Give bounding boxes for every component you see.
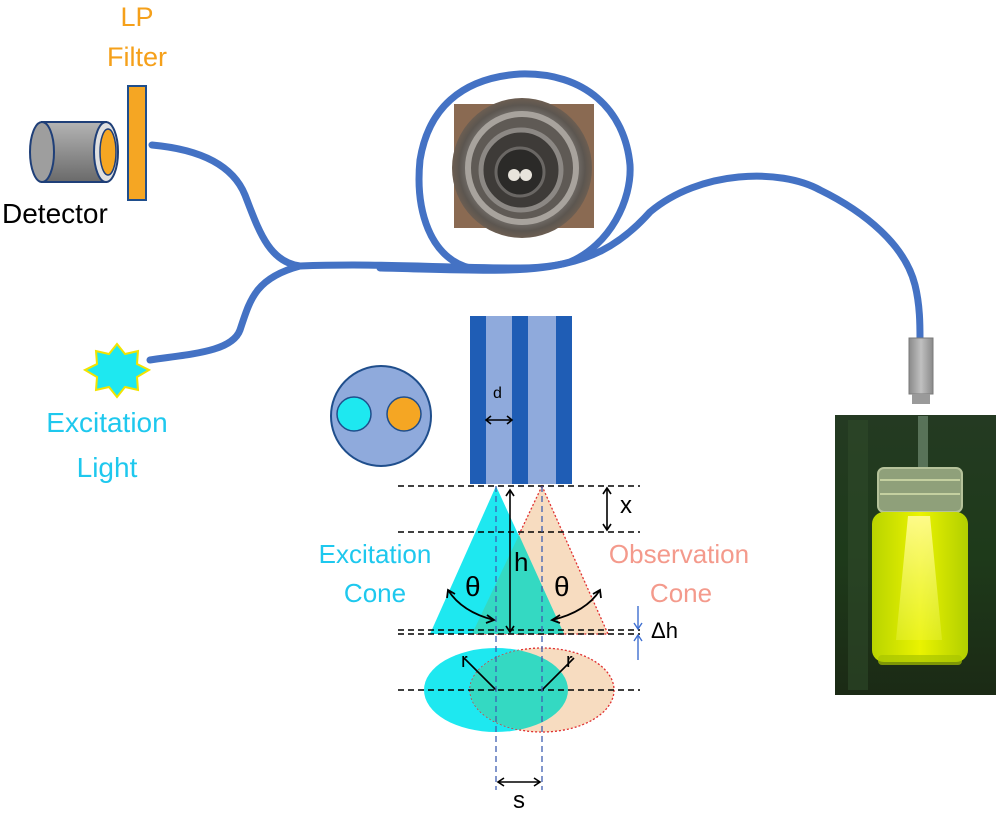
r-label-left: r	[461, 650, 468, 672]
excitation-cone-label-line2: Cone	[343, 578, 407, 608]
d-dimension-arrow	[484, 415, 514, 425]
cone-overlap	[472, 535, 564, 634]
lp-filter	[127, 85, 147, 201]
observation-cone-label-line2: Cone	[649, 578, 713, 608]
probe-fibers	[470, 316, 572, 484]
detector-cylinder-icon	[29, 121, 119, 183]
glowing-vial-photo	[835, 415, 996, 695]
excitation-light-label-line1: Excitation	[46, 407, 168, 438]
d-label: d	[493, 385, 502, 402]
excitation-cone-label-line1: Excitation	[318, 539, 432, 569]
fiber-loop	[376, 70, 634, 274]
lp-filter-label-line1: LP	[120, 2, 154, 32]
theta-label-left: θ	[465, 571, 481, 602]
s-dimension-arrow	[496, 777, 542, 787]
theta-arc-left	[446, 588, 496, 624]
x-dimension-arrow	[602, 486, 612, 532]
excitation-light-label-line2: Light	[76, 452, 138, 483]
x-label: x	[620, 492, 632, 519]
theta-label-right: θ	[554, 571, 570, 602]
fiber-end-photo	[452, 98, 594, 238]
h-dimension-arrow	[505, 488, 515, 634]
detector-label: Detector	[2, 198, 108, 229]
h-label: h	[514, 547, 529, 577]
fiber-trunk	[296, 172, 924, 344]
fiber-cable	[146, 70, 924, 364]
theta-arc-right	[549, 588, 602, 624]
delta-h-arrow	[633, 606, 643, 660]
fiber-branch-to-detector	[148, 141, 304, 270]
fiber-bundle-cross-section-icon	[330, 365, 432, 467]
radius-lines	[463, 657, 575, 691]
observation-cone-label-line1: Observation	[608, 539, 750, 569]
s-label: s	[513, 787, 525, 814]
fiber-branch-to-light	[146, 262, 304, 364]
r-label-right: r	[566, 650, 573, 672]
star-burst-icon	[82, 342, 152, 399]
reference-lines	[398, 485, 640, 691]
delta-h-label: Δh	[651, 618, 678, 643]
fiber-connector	[908, 337, 934, 404]
lp-filter-label-line2: Filter	[107, 42, 167, 72]
center-lines	[495, 486, 543, 790]
